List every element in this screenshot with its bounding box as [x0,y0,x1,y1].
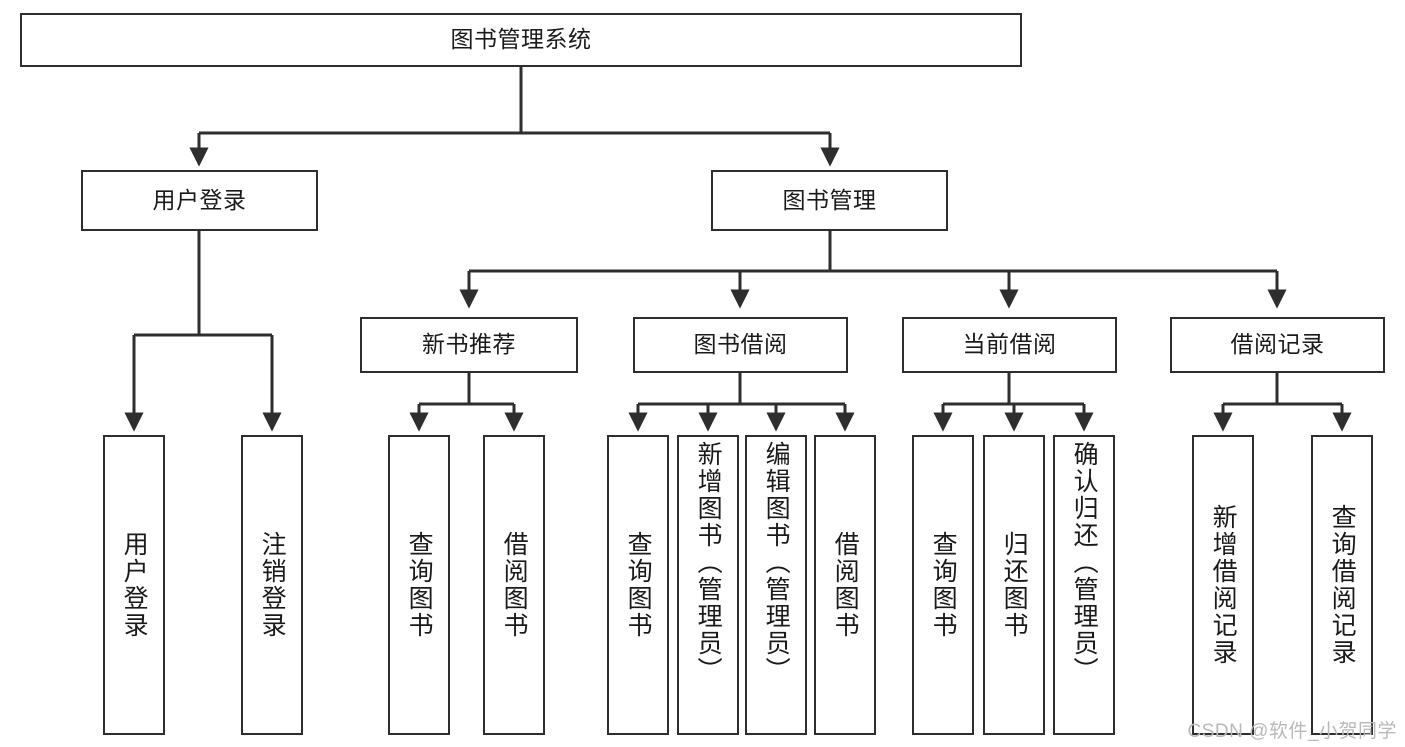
node-leaf-add-book-admin[interactable]: 新增图书（管理员） [677,435,739,735]
node-book-borrow-label: 图书借阅 [693,331,788,358]
node-current-borrow-label: 当前借阅 [962,331,1057,358]
node-leaf-borrow-book-2-label: 借阅图书 [831,531,860,639]
node-leaf-user-login-label: 用户登录 [120,531,149,639]
node-leaf-query-book-3[interactable]: 查询图书 [912,435,974,735]
node-leaf-return-book-label: 归还图书 [1000,531,1029,639]
node-leaf-user-logout-label: 注销登录 [258,531,287,639]
node-leaf-query-borrow-record-label: 查询借阅记录 [1328,504,1357,666]
node-root-label: 图书管理系统 [450,26,592,53]
node-leaf-query-book-3-label: 查询图书 [929,531,958,639]
node-leaf-borrow-book-1-label: 借阅图书 [500,531,529,639]
node-book-manage-label: 图书管理 [782,186,877,213]
node-leaf-query-book-2-label: 查询图书 [624,531,653,639]
node-leaf-user-login[interactable]: 用户登录 [103,435,165,735]
node-leaf-query-borrow-record[interactable]: 查询借阅记录 [1311,435,1373,735]
node-leaf-edit-book-admin-label: 编辑图书（管理员） [762,441,791,684]
node-current-borrow[interactable]: 当前借阅 [902,317,1117,373]
node-user-login-label: 用户登录 [152,186,247,213]
node-leaf-confirm-return-admin-label: 确认归还（管理员） [1070,441,1099,684]
node-new-book-recommend[interactable]: 新书推荐 [360,317,578,373]
node-book-manage[interactable]: 图书管理 [711,170,948,231]
node-leaf-confirm-return-admin[interactable]: 确认归还（管理员） [1053,435,1115,735]
node-leaf-query-book-1-label: 查询图书 [405,531,434,639]
node-leaf-query-book-1[interactable]: 查询图书 [388,435,450,735]
watermark-text: CSDN @软件_小贺同学 [1187,721,1397,742]
node-borrow-record-label: 借阅记录 [1230,331,1325,358]
node-root[interactable]: 图书管理系统 [20,13,1022,67]
node-leaf-borrow-book-1[interactable]: 借阅图书 [483,435,545,735]
node-book-borrow[interactable]: 图书借阅 [633,317,848,373]
node-leaf-user-logout[interactable]: 注销登录 [241,435,303,735]
node-leaf-add-borrow-record-label: 新增借阅记录 [1209,504,1238,666]
node-new-book-recommend-label: 新书推荐 [422,331,516,358]
node-leaf-query-book-2[interactable]: 查询图书 [607,435,669,735]
node-leaf-return-book[interactable]: 归还图书 [983,435,1045,735]
node-leaf-edit-book-admin[interactable]: 编辑图书（管理员） [745,435,807,735]
node-borrow-record[interactable]: 借阅记录 [1170,317,1385,373]
node-leaf-add-borrow-record[interactable]: 新增借阅记录 [1192,435,1254,735]
node-leaf-add-book-admin-label: 新增图书（管理员） [694,441,723,684]
node-user-login[interactable]: 用户登录 [81,170,318,231]
node-leaf-borrow-book-2[interactable]: 借阅图书 [814,435,876,735]
